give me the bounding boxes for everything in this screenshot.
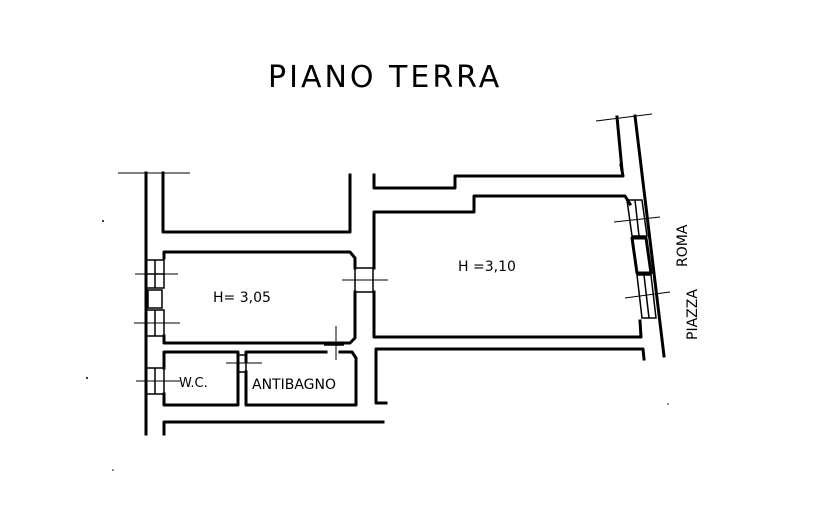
room-left-height-label: H= 3,05 xyxy=(213,290,271,306)
window-marker xyxy=(624,291,671,299)
right-outer-wall xyxy=(595,113,671,358)
street-label-line1: PIAZZA xyxy=(685,289,701,340)
room-wc: W.C. xyxy=(162,350,240,407)
street-label-line2: ROMA xyxy=(675,224,691,267)
street-label: ROMA PIAZZA xyxy=(675,224,701,340)
speck xyxy=(112,469,114,471)
room-right: H =3,10 xyxy=(372,163,643,339)
right-pillar xyxy=(630,236,653,275)
antibagno-label: ANTIBAGNO xyxy=(252,377,336,393)
bottom-corridor-wall xyxy=(162,420,385,436)
speck xyxy=(102,220,104,222)
room-bottom-right xyxy=(374,347,646,405)
room-antibagno: ANTIBAGNO xyxy=(226,344,358,407)
speck xyxy=(86,377,88,379)
room-right-height-label: H =3,10 xyxy=(458,259,516,275)
plan-title: PIANO TERRA xyxy=(268,60,502,95)
left-outer-wall xyxy=(118,171,352,436)
wc-label: W.C. xyxy=(179,376,208,391)
room-left: H= 3,05 xyxy=(162,250,388,360)
window-marker xyxy=(613,216,661,223)
left-pillar xyxy=(147,289,163,309)
speck xyxy=(667,403,669,405)
